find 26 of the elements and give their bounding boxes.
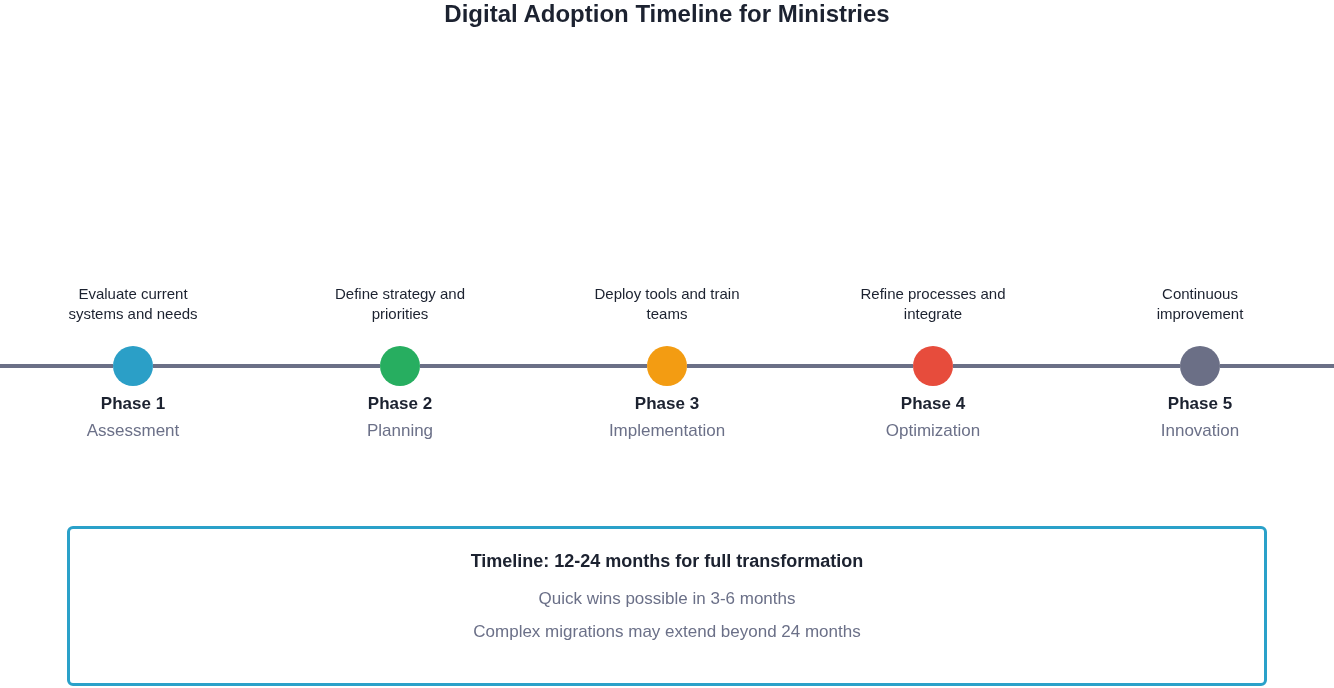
timeline-line — [953, 364, 1180, 368]
phase-heading: Phase 3 — [634, 393, 700, 415]
timeline-line — [420, 364, 647, 368]
timeline-line — [1220, 364, 1334, 368]
summary-heading: Timeline: 12-24 months for full transformation — [470, 550, 864, 573]
phase-description: Evaluate current systems and needs — [67, 284, 199, 324]
summary-note: Quick wins possible in 3-6 months — [538, 588, 796, 610]
phase-description: Continuous improvement — [1155, 284, 1245, 324]
summary-box — [67, 526, 1267, 686]
phase-heading: Phase 1 — [100, 393, 166, 415]
timeline-line — [153, 364, 380, 368]
phase-heading: Phase 2 — [367, 393, 433, 415]
summary-note: Complex migrations may extend beyond 24 months — [473, 621, 861, 643]
phase-name: Implementation — [608, 420, 726, 442]
timeline-line — [687, 364, 913, 368]
phase-name: Assessment — [86, 420, 180, 442]
phase-name: Planning — [366, 420, 434, 442]
phase-heading: Phase 5 — [1167, 393, 1233, 415]
timeline-line — [0, 364, 113, 368]
diagram-title: Digital Adoption Timeline for Ministries — [444, 0, 890, 29]
phase-heading: Phase 4 — [900, 393, 966, 415]
phase-name: Innovation — [1160, 420, 1240, 442]
phase-description: Refine processes and integrate — [859, 284, 1007, 324]
phase-description: Deploy tools and train teams — [593, 284, 741, 324]
phase-name: Optimization — [885, 420, 981, 442]
phase-description: Define strategy and priorities — [333, 284, 467, 324]
